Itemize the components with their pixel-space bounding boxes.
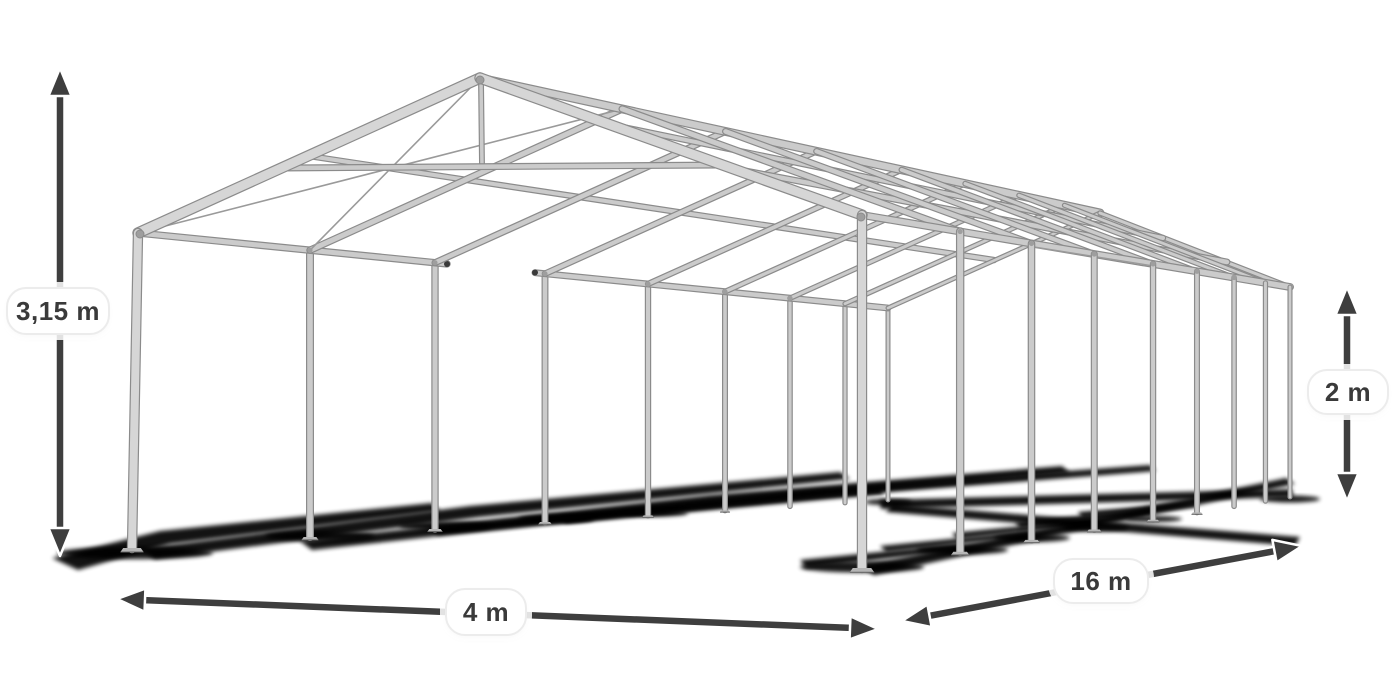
tent-frame: [120, 72, 1294, 574]
length-value: 16 m: [1070, 565, 1132, 596]
total-height-label: 3,15 m: [6, 287, 110, 335]
width-label: 4 m: [445, 588, 527, 636]
side-height-label: 2 m: [1307, 369, 1389, 415]
length-label: 16 m: [1053, 558, 1149, 604]
side-height-value: 2 m: [1324, 376, 1372, 407]
total-height-value: 3,15 m: [16, 295, 100, 326]
width-value: 4 m: [462, 596, 510, 627]
